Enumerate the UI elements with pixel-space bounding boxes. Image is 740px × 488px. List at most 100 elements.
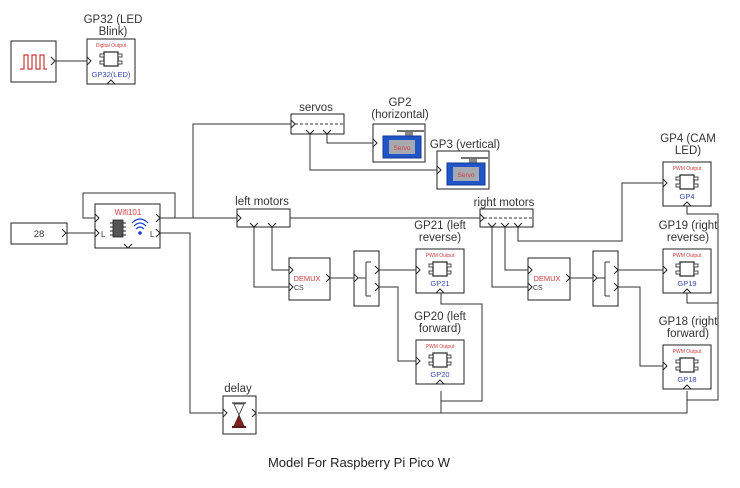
wire-right-motors-to-demux-cs[interactable] bbox=[491, 227, 528, 288]
gp32-title-line2: Blink) bbox=[99, 26, 128, 38]
wire-wifi-to-delay[interactable] bbox=[160, 232, 225, 414]
left-motors-title: left motors bbox=[235, 196, 289, 208]
gp4-title-line1: GP4 (CAM bbox=[660, 133, 716, 145]
enable-port[interactable] bbox=[682, 384, 692, 390]
enable-port[interactable] bbox=[435, 379, 445, 385]
left-motors-bus-selector[interactable]: left motors bbox=[235, 196, 291, 228]
gp20-title-line2: forward) bbox=[419, 323, 461, 335]
wire-gp18-enable[interactable] bbox=[686, 303, 719, 401]
wire-right-motors-to-demux[interactable] bbox=[504, 227, 528, 271]
wires bbox=[56, 60, 719, 414]
gp21-title-line1: GP21 (left bbox=[414, 220, 467, 232]
gp18-title-line2: forward) bbox=[667, 328, 709, 340]
wire-right-motors-to-gp4[interactable] bbox=[517, 182, 663, 242]
wifi-out-port-label: L bbox=[150, 230, 155, 239]
chip-icon bbox=[675, 261, 699, 277]
gp32-pin-label: GP32(LED) bbox=[92, 70, 131, 79]
gp32-digital-output-block[interactable]: GP32 (LED Blink) Digital Output GP32(LED… bbox=[84, 14, 143, 85]
input-port[interactable] bbox=[415, 356, 421, 366]
gp20-title-line1: GP20 (left bbox=[414, 311, 467, 323]
wifi-in-port-label: L bbox=[101, 230, 106, 239]
demux-right-cs-label: CS bbox=[533, 285, 543, 292]
gp4-type-label: PWM Output bbox=[673, 166, 702, 172]
input-port[interactable] bbox=[415, 265, 421, 275]
gp4-title-line2: LED) bbox=[675, 145, 701, 157]
wire-gp4-enable[interactable] bbox=[686, 205, 719, 304]
constant-value: 28 bbox=[34, 229, 45, 240]
gp19-title-line2: reverse) bbox=[667, 232, 709, 244]
gp32-type-label: Digital Output bbox=[96, 43, 127, 49]
gp18-type-label: PWM Output bbox=[673, 349, 702, 355]
wire-switch-to-gp18[interactable] bbox=[618, 286, 663, 367]
gp32-title-line1: GP32 (LED bbox=[84, 14, 143, 26]
input-port[interactable] bbox=[662, 265, 668, 275]
gp20-pin-label: GP20 bbox=[430, 370, 449, 379]
chip-icon bbox=[675, 174, 699, 190]
hourglass-icon bbox=[232, 402, 246, 428]
square-wave-icon bbox=[20, 54, 47, 70]
pulse-generator-block[interactable] bbox=[10, 40, 57, 83]
wire-left-motors-to-demux[interactable] bbox=[271, 227, 290, 271]
servo-icon: Servo bbox=[446, 157, 488, 186]
delay-block[interactable]: delay bbox=[222, 383, 257, 435]
input-port[interactable] bbox=[662, 178, 668, 188]
demux-left-cs-label: CS bbox=[294, 285, 304, 292]
gp3-title: GP3 (vertical) bbox=[430, 139, 500, 151]
wire-servos-to-gp3[interactable] bbox=[309, 134, 437, 171]
gp3-inner-label: Servo bbox=[458, 172, 475, 179]
gp19-title-line1: GP19 (right bbox=[659, 220, 719, 232]
chip-icon bbox=[428, 352, 452, 368]
enable-port[interactable] bbox=[435, 288, 445, 294]
constant-block[interactable]: 28 bbox=[10, 222, 68, 245]
enable-port[interactable] bbox=[682, 201, 692, 207]
gp19-pin-label: GP19 bbox=[677, 279, 696, 288]
wire-left-motors-to-demux-cs[interactable] bbox=[253, 227, 290, 288]
gp2-servo-block[interactable]: GP2 (horizontal) Servo bbox=[371, 97, 429, 163]
input-port[interactable] bbox=[662, 361, 668, 371]
gp2-title-line2: (horizontal) bbox=[371, 109, 429, 121]
gp21-type-label: PWM Output bbox=[426, 253, 455, 259]
right-motors-title: right motors bbox=[474, 197, 535, 209]
demux-right-block[interactable]: DEMUX CS bbox=[527, 257, 571, 301]
gp3-servo-block[interactable]: GP3 (vertical) Servo bbox=[430, 139, 500, 190]
switch-left-block[interactable] bbox=[353, 250, 380, 307]
chip-icon bbox=[675, 357, 699, 373]
wifi-icon bbox=[131, 218, 149, 235]
wifi101-block[interactable]: Wifi101 L L bbox=[94, 203, 161, 249]
wire-servos-to-gp2[interactable] bbox=[326, 134, 375, 144]
gp18-pin-label: GP18 bbox=[677, 375, 696, 384]
wire-switch-to-gp20[interactable] bbox=[379, 286, 416, 362]
gp2-title-line1: GP2 bbox=[388, 97, 411, 109]
wifi-title: Wifi101 bbox=[115, 208, 142, 217]
demux-left-title: DEMUX bbox=[293, 274, 320, 283]
gp19-type-label: PWM Output bbox=[673, 253, 702, 259]
gp4-pin-label: GP4 bbox=[679, 192, 694, 201]
switch-right-block[interactable] bbox=[592, 250, 619, 307]
servo-icon: Servo bbox=[382, 130, 424, 159]
gp2-inner-label: Servo bbox=[394, 145, 411, 152]
diagram-caption: Model For Raspberry Pi Pico W bbox=[268, 455, 451, 470]
gp21-title-line2: reverse) bbox=[419, 232, 461, 244]
servos-title: servos bbox=[299, 102, 333, 114]
servos-bus-selector[interactable]: servos bbox=[290, 102, 345, 135]
gp18-title-line1: GP18 (right bbox=[659, 316, 719, 328]
chip-icon bbox=[428, 261, 452, 277]
enable-port[interactable] bbox=[682, 288, 692, 294]
wire-delay-out[interactable] bbox=[258, 391, 688, 414]
demux-right-title: DEMUX bbox=[533, 274, 560, 283]
gp21-pin-label: GP21 bbox=[430, 279, 449, 288]
demux-left-block[interactable]: DEMUX CS bbox=[288, 257, 331, 301]
right-motors-bus-selector[interactable]: right motors bbox=[474, 197, 535, 228]
gp20-type-label: PWM Output bbox=[426, 344, 455, 350]
wire-to-servos[interactable] bbox=[192, 123, 291, 218]
chip-icon bbox=[110, 219, 126, 238]
chip-icon bbox=[99, 51, 123, 67]
delay-title: delay bbox=[224, 383, 252, 395]
